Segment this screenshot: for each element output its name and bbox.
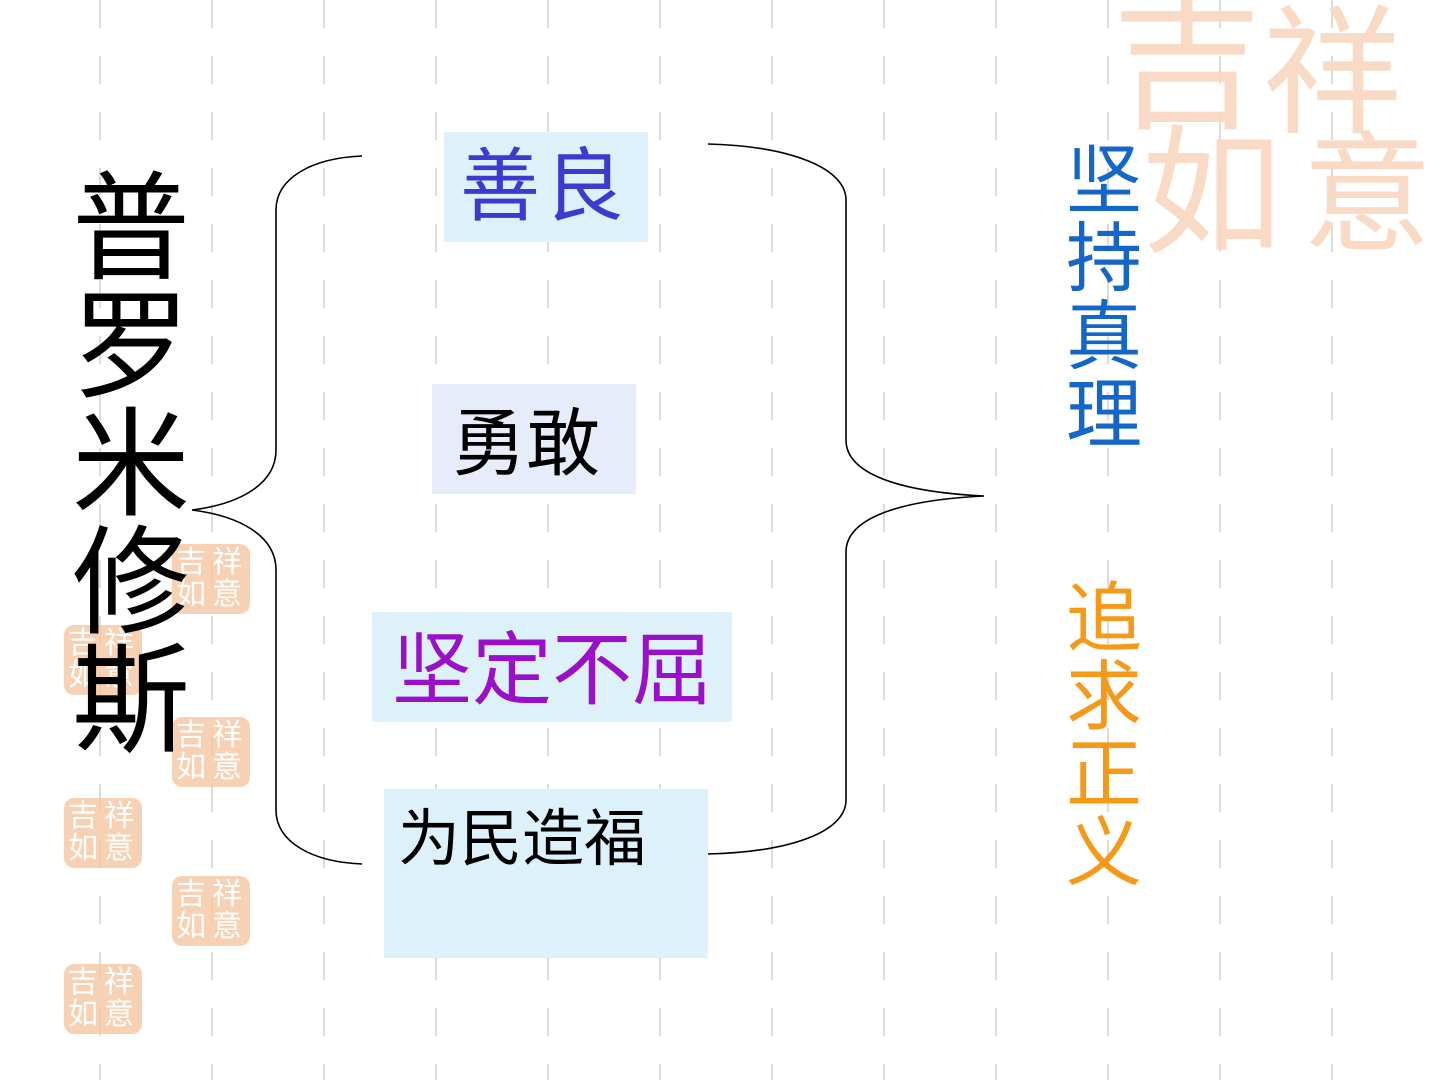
right-brace — [707, 143, 985, 855]
decorative-seal-small: 吉 祥 如 意 — [64, 798, 142, 868]
quality-label: 善良 — [460, 140, 628, 233]
title-char: 修 — [71, 514, 190, 652]
result-justice-vertical: 追 求 正 义 — [1062, 580, 1146, 892]
left-brace — [191, 155, 363, 865]
decorative-seal-small: 吉 祥 如 意 — [64, 625, 142, 695]
quality-label: 勇敢 — [452, 401, 600, 487]
quality-box-kindness: 善良 — [444, 132, 648, 242]
result-char: 真 — [1066, 292, 1142, 381]
title-char: 普 — [71, 160, 190, 298]
result-char: 坚 — [1066, 136, 1142, 225]
result-char: 持 — [1066, 214, 1142, 303]
result-char: 追 — [1066, 574, 1142, 663]
decorative-seal-small: 吉 祥 如 意 — [172, 544, 250, 614]
result-char: 理 — [1066, 370, 1142, 459]
decorative-seal-small: 吉 祥 如 意 — [172, 717, 250, 787]
quality-label: 为民造福 — [398, 802, 647, 875]
result-char: 求 — [1066, 652, 1142, 741]
title-char: 罗 — [71, 278, 190, 416]
result-char: 正 — [1066, 730, 1142, 819]
quality-box-steadfast: 坚定不屈 — [372, 612, 732, 722]
result-char: 义 — [1066, 808, 1142, 897]
decorative-seal-small: 吉 祥 如 意 — [172, 876, 250, 946]
quality-box-bravery: 勇敢 — [432, 384, 636, 494]
decorative-seal-large: 吉 祥 如 意 — [1112, 0, 1433, 276]
title-vertical: 普 罗 米 修 斯 — [66, 170, 196, 760]
decorative-seal-small: 吉 祥 如 意 — [64, 964, 142, 1034]
title-char: 米 — [71, 396, 190, 534]
quality-box-benefit-people: 为民造福 — [384, 789, 708, 958]
result-truth-vertical: 坚 持 真 理 — [1062, 142, 1146, 454]
quality-label: 坚定不屈 — [392, 624, 712, 717]
title-char: 斯 — [71, 632, 190, 770]
